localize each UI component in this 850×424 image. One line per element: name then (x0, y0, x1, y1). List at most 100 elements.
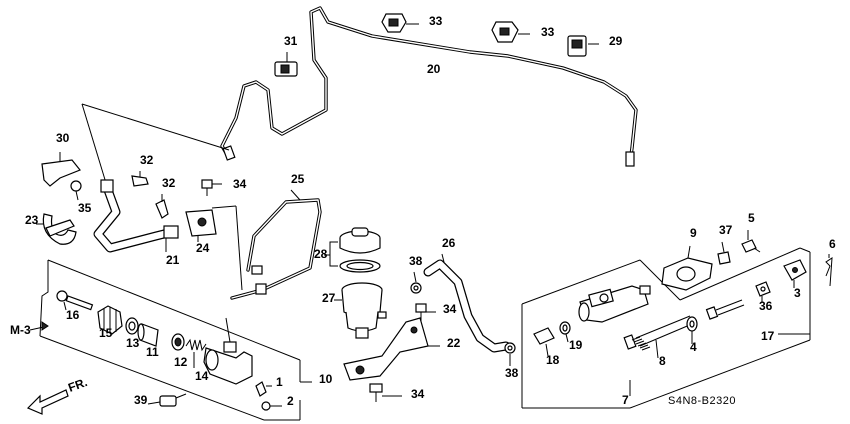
pipe-clamp-31 (274, 52, 298, 77)
fitting-18 (533, 327, 555, 357)
callout-c10: 10 (319, 372, 333, 386)
callout-c16: 16 (66, 308, 80, 322)
callout-c31: 31 (284, 34, 298, 48)
callout-c13: 13 (126, 336, 140, 350)
bolt-34-lower (369, 383, 402, 402)
callout-c32a: 32 (140, 153, 154, 167)
seal-12 (171, 333, 185, 351)
clip-32-upper (131, 171, 149, 187)
reservoir-cap-28 (339, 227, 381, 254)
callout-c33b: 33 (541, 25, 555, 39)
callout-c23: 23 (25, 213, 39, 227)
callout-c11: 11 (146, 345, 159, 359)
ring-13 (125, 317, 139, 335)
callout-c15: 15 (99, 326, 113, 340)
clevis-3 (783, 259, 807, 288)
pipe-clip-29 (567, 35, 599, 57)
clutch-pipe-25 (230, 189, 322, 300)
callout-c2: 2 (287, 394, 294, 408)
bolt-34-middle (415, 303, 436, 322)
callout-c38a: 38 (409, 254, 423, 268)
pushrod-8 (623, 315, 693, 359)
clip-23 (36, 213, 77, 245)
reservoir-bracket-22 (343, 317, 440, 381)
reservoir-27 (334, 282, 387, 339)
callout-c5: 5 (748, 211, 755, 225)
clip-6 (825, 254, 833, 287)
hose-clamp-38-upper (410, 271, 422, 294)
leader-line (81, 103, 230, 151)
callout-c32b: 32 (162, 176, 176, 190)
callout-c17: 17 (761, 329, 775, 343)
pin-5 (741, 230, 761, 253)
nut-36 (755, 281, 771, 302)
ref-arrow-m3 (29, 321, 49, 331)
callout-c1: 1 (276, 375, 283, 389)
hose-clamp-38-lower (504, 342, 516, 366)
callout-c34c: 34 (411, 387, 425, 401)
bolt-39 (147, 393, 187, 407)
callout-c6: 6 (829, 237, 836, 251)
callout-c34b: 34 (443, 302, 457, 316)
front-direction-arrow (26, 389, 69, 415)
slave-cylinder-body-10 (203, 317, 253, 385)
leader-line (81, 103, 107, 184)
callout-c3: 3 (794, 286, 801, 300)
bleeder-1 (255, 381, 272, 397)
callout-c34a: 34 (233, 177, 247, 191)
callout-c36: 36 (759, 299, 773, 313)
callout-c27: 27 (322, 291, 336, 305)
boot-15 (97, 305, 123, 335)
pipe-clip-33-right (491, 21, 530, 43)
clip-32-lower (155, 194, 169, 219)
master-cylinder-body-7 (578, 285, 651, 323)
callout-c4: 4 (690, 340, 697, 354)
callout-c8: 8 (659, 354, 666, 368)
callout-c35: 35 (78, 201, 92, 215)
callout-c19: 19 (569, 338, 583, 352)
callout-c25: 25 (291, 172, 305, 186)
diagram-code: S4N8-B2320 (668, 395, 736, 407)
piston-11 (137, 323, 159, 347)
callout-c21: 21 (166, 253, 180, 267)
gasket-9 (661, 245, 713, 291)
callout-c29: 29 (609, 34, 623, 48)
washer-19 (559, 321, 571, 343)
direction-label: FR. (66, 375, 89, 395)
callout-c24: 24 (196, 241, 210, 255)
bracket-30 (41, 152, 81, 187)
bolt-17 (705, 299, 745, 320)
leader-line (329, 241, 338, 267)
cap-2 (261, 401, 282, 411)
callout-c22: 22 (447, 336, 461, 350)
callout-c38b: 38 (505, 366, 519, 380)
clutch-pipe-20 (220, 6, 638, 167)
spring-14 (185, 338, 207, 368)
callout-c28: 28 (314, 247, 328, 261)
callout-c26: 26 (442, 236, 456, 250)
callout-c20: 20 (427, 62, 441, 76)
callout-c7: 7 (622, 393, 629, 407)
bolt-35 (70, 180, 82, 201)
flexible-hose-21 (93, 179, 179, 253)
bolt-34-upper (201, 179, 222, 196)
callout-c9: 9 (690, 226, 697, 240)
diaphragm-28 (339, 259, 381, 273)
leader-line (235, 205, 243, 291)
callout-c12: 12 (174, 355, 188, 369)
pipe-clip-33-left (381, 13, 419, 33)
nut-37 (717, 241, 731, 265)
slave-cylinder-box (39, 259, 312, 421)
callout-c18: 18 (546, 353, 560, 367)
callout-c14: 14 (195, 369, 209, 383)
leader-line (211, 205, 237, 209)
nut-4 (686, 316, 698, 344)
callout-c30: 30 (56, 131, 70, 145)
callout-c33a: 33 (429, 14, 443, 28)
callout-c37: 37 (719, 223, 733, 237)
reservoir-hose-26 (423, 253, 511, 353)
master-cylinder-box (521, 247, 811, 409)
bracket-24 (185, 209, 217, 242)
callout-labels: 1234567891011121314151617181920212223242… (25, 14, 836, 408)
